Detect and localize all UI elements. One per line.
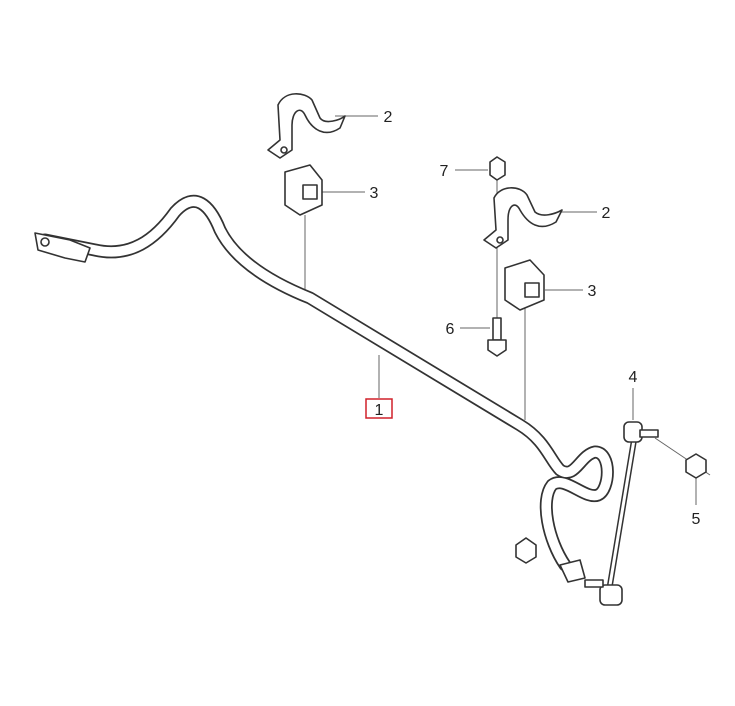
callout-4[interactable]: 4	[629, 369, 638, 386]
bracket-upper-left	[267, 93, 346, 159]
stabilizer-bar	[34, 194, 614, 583]
nut-7	[489, 156, 506, 181]
callout-3b[interactable]: 3	[588, 283, 597, 300]
nut-lower	[515, 537, 537, 564]
callout-6[interactable]: 6	[446, 321, 455, 338]
nut-5	[685, 453, 707, 479]
callout-5[interactable]: 5	[692, 511, 701, 528]
callout-2b[interactable]: 2	[602, 205, 611, 222]
stabilizer-link	[584, 421, 659, 606]
callout-3a[interactable]: 3	[370, 185, 379, 202]
bushing-left	[284, 164, 323, 216]
callout-2a[interactable]: 2	[384, 109, 393, 126]
leader-lines	[304, 115, 711, 505]
bushing-right	[504, 259, 545, 311]
bracket-upper-right	[483, 187, 563, 249]
callout-7[interactable]: 7	[440, 163, 449, 180]
callout-1[interactable]: 1	[375, 402, 384, 419]
callout-1-highlight-box	[365, 398, 393, 419]
bolt-6	[487, 317, 507, 357]
